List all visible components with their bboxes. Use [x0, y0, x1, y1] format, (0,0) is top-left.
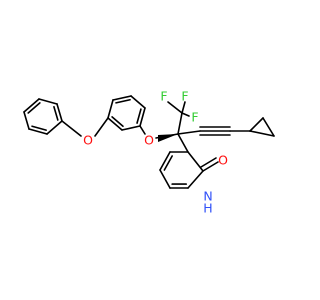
cyclopropyl-bond	[262, 117, 275, 137]
atom-label-fluorine-right: F	[191, 110, 198, 125]
stereo-wedge	[158, 134, 178, 142]
phenyl-ring-left-double-bond	[27, 102, 41, 114]
bond-quaternary-cf3	[177, 112, 183, 135]
atom-label-ring-nitrogen: N	[203, 189, 212, 204]
bond-carbonyl-double	[200, 157, 217, 168]
bond-ether-phenylene	[94, 117, 109, 137]
phenyl-ring-left-bond	[28, 128, 48, 135]
bond-phenylene-ether	[139, 125, 146, 135]
phenyl-ring-left-double-bond	[53, 105, 59, 121]
phenyl-ring-left-bond	[23, 98, 40, 113]
bond-quaternary-alkyne	[177, 130, 201, 135]
pyridinone-ring-bond	[159, 151, 171, 171]
phenyl-ring-left-bond	[56, 103, 63, 122]
phenylene-ring-bond	[130, 95, 146, 109]
phenyl-ring-left-bond	[23, 111, 30, 130]
pyridinone-ring-bond	[187, 170, 204, 189]
bond-lines	[23, 95, 275, 189]
cyclopropyl-bond	[249, 117, 264, 132]
bond-phenyl-ether	[61, 120, 82, 137]
pyridinone-ring-double-bond	[163, 155, 173, 171]
molecule-diagram: F F F O O O N H	[23, 89, 275, 216]
bond-c-f	[181, 112, 190, 117]
phenylene-ring-double-bond	[115, 98, 131, 104]
phenylene-ring-bond	[107, 99, 114, 119]
cyclopropyl-bond	[249, 130, 275, 137]
phenyl-ring-left-bond	[38, 98, 58, 105]
atom-labels: F F F O O O N H	[83, 89, 228, 216]
atom-label-nitrogen-hydrogen: H	[203, 201, 212, 216]
phenyl-ring-left-bond	[46, 120, 63, 135]
phenylene-ring-double-bond	[111, 116, 124, 128]
bond-c-f	[167, 101, 183, 114]
atom-label-fluorine-top-left: F	[160, 89, 167, 104]
bond-quaternary-pyridinone	[177, 133, 189, 153]
phenylene-ring-bond	[121, 125, 141, 131]
atom-label-carbonyl-oxygen: O	[218, 153, 228, 168]
phenylene-ring-double-bond	[136, 108, 142, 124]
pyridinone-ring-bond	[159, 169, 171, 189]
phenylene-ring-bond	[112, 95, 132, 101]
atom-label-fluorine-top-right: F	[181, 89, 188, 104]
pyridinone-ring-bond	[187, 151, 204, 172]
phenylene-ring-bond	[107, 117, 123, 131]
atom-label-ether-oxygen-left: O	[83, 133, 93, 148]
atom-label-ether-oxygen-right: O	[144, 133, 154, 148]
phenylene-ring-bond	[139, 107, 146, 127]
bond-carbonyl	[202, 161, 219, 172]
stereo-wedges	[158, 134, 178, 142]
phenyl-ring-left-double-bond	[31, 125, 47, 131]
bond-c-f	[181, 101, 186, 114]
